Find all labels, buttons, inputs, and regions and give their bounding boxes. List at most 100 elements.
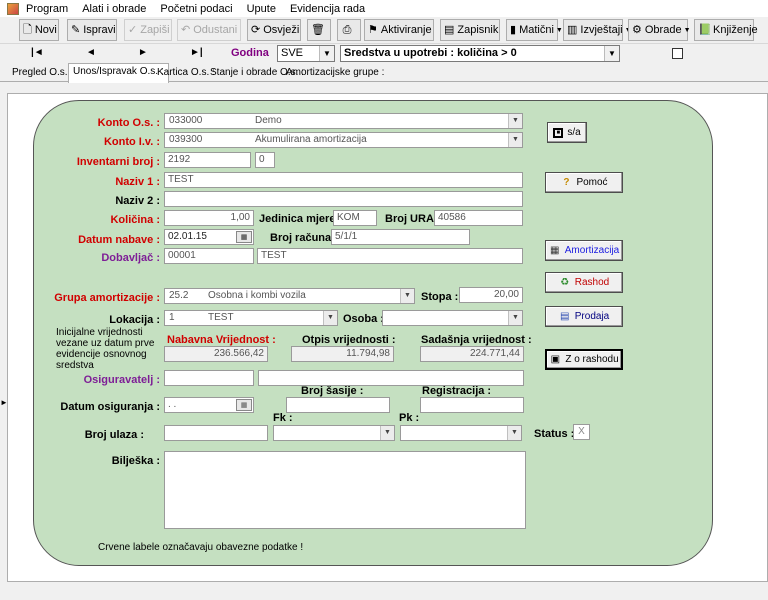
phone-icon: ▮: [510, 24, 517, 36]
jm-label: Jedinica mjere :: [259, 213, 343, 225]
filter-checkbox[interactable]: [672, 48, 683, 59]
otpis-label: Otpis vrijednosti :: [302, 334, 396, 346]
kolicina-input[interactable]: 1,00: [164, 210, 254, 226]
ura-label: Broj URA :: [385, 213, 441, 225]
menu-evidencija[interactable]: Evidencija rada: [289, 2, 366, 15]
nav-last-button[interactable]: ►|: [190, 47, 203, 58]
odustani-label: Odustani: [193, 24, 238, 36]
chevron-down-icon: ▼: [323, 311, 337, 325]
pk-select[interactable]: ▼: [400, 425, 522, 441]
ura-input[interactable]: 40586: [434, 210, 523, 226]
zo-rashodu-button[interactable]: ▣Z o rashodu: [545, 349, 623, 370]
calculator-icon: ▦: [550, 244, 560, 256]
pomoc-label: Pomoć: [576, 177, 608, 188]
sa-button[interactable]: ■s/a: [547, 122, 587, 143]
undo-icon: ↶: [181, 24, 191, 36]
osvjezi-button[interactable]: ⟳Osvježi: [247, 19, 301, 41]
nabavna-label: Nabavna Vrijednost :: [167, 334, 276, 346]
jm-input[interactable]: KOM: [333, 210, 377, 226]
aktiviranje-button[interactable]: ⚑Aktiviranje: [364, 19, 434, 41]
naziv2-input[interactable]: [164, 191, 523, 207]
navigation-bar: |◄ ◄ ► ►| Godina SVE▼ Sredstva u upotreb…: [0, 44, 768, 63]
tab-stanje[interactable]: Stanje i obrade O.s. :: [210, 67, 304, 78]
maticni-button[interactable]: ▮Matični▼: [506, 19, 563, 41]
calendar-icon[interactable]: ▦: [236, 399, 252, 411]
chevron-down-icon: ▼: [508, 114, 522, 128]
zapisi-button[interactable]: ✓Zapiši: [124, 19, 172, 41]
tab-kartica[interactable]: Kartica O.s. :: [157, 67, 215, 78]
inventarni-input[interactable]: 2192: [164, 152, 251, 168]
grupa-label: Grupa amortizacije :: [54, 292, 160, 304]
registracija-label: Registracija :: [422, 385, 492, 397]
menu-pocetni[interactable]: Početni podaci: [160, 2, 233, 15]
trash-icon: 🗑: [311, 24, 325, 36]
zapisnik-button[interactable]: ▤Zapisnik: [440, 19, 500, 41]
prodaja-button[interactable]: ▤Prodaja: [545, 306, 623, 327]
osoba-label: Osoba :: [343, 313, 384, 325]
sadasnja-input[interactable]: 224.771,44: [420, 346, 524, 362]
naziv1-input[interactable]: TEST: [164, 172, 523, 188]
dobavljac-name-input[interactable]: TEST: [257, 248, 523, 264]
menu-alati[interactable]: Alati i obrade: [82, 2, 147, 15]
nav-first-button[interactable]: |◄: [31, 47, 44, 58]
osiguravatelj-name-input[interactable]: [258, 370, 524, 386]
izvjestaji-button[interactable]: ▥Izvještaji▼: [563, 19, 632, 41]
stopa-input[interactable]: 20,00: [459, 287, 523, 303]
tab-unos[interactable]: Unos/Ispravak O.s. :: [68, 63, 169, 83]
help-icon: ?: [563, 176, 570, 188]
broj-sasije-label: Broj šasije :: [301, 385, 364, 397]
menu-upute[interactable]: Upute: [246, 2, 276, 15]
obrade-button[interactable]: ⚙Obrade▼: [628, 19, 691, 41]
inventarni-sub-input[interactable]: 0: [255, 152, 275, 168]
nabavna-input[interactable]: 236.566,42: [164, 346, 268, 362]
cash-register-icon: ▤: [560, 310, 570, 322]
ispravi-button[interactable]: ✎Ispravi: [67, 19, 117, 41]
datum-osiguranja-input[interactable]: . .▦: [164, 397, 254, 413]
broj-racuna-input[interactable]: 5/1/1: [331, 229, 470, 245]
datum-nabave-input[interactable]: 02.01.15▦: [164, 229, 254, 245]
grupa-code: 25.2: [169, 290, 189, 301]
refresh-icon: ⟳: [251, 24, 261, 36]
zo-rashodu-label: Z o rashodu: [565, 354, 619, 365]
osoba-select[interactable]: ▼: [382, 310, 523, 326]
lokacija-label: Lokacija :: [109, 314, 160, 326]
report-icon: ▤: [444, 24, 455, 36]
godina-value: SVE: [281, 47, 304, 59]
tab-pregled[interactable]: Pregled O.s. :: [12, 67, 74, 78]
knjizenje-button[interactable]: 📗Knjiženje: [694, 19, 758, 41]
fk-select[interactable]: ▼: [273, 425, 395, 441]
status-input[interactable]: X: [573, 424, 590, 440]
amortizacija-button[interactable]: ▦Amortizacija: [545, 240, 623, 261]
registracija-input[interactable]: [420, 397, 524, 413]
pomoc-button[interactable]: ? Pomoć: [545, 172, 623, 193]
broj-ulaza-input[interactable]: [164, 425, 268, 441]
expand-arrow-icon[interactable]: ►: [0, 398, 8, 407]
godina-select[interactable]: SVE▼: [277, 45, 335, 62]
rashod-label: Rashod: [574, 277, 610, 288]
rashod-button[interactable]: ♻Rashod: [545, 272, 623, 293]
tab-amortizacijske-grupe[interactable]: Amortizacijske grupe :: [286, 67, 385, 78]
new-document-icon: 🗋: [23, 24, 32, 36]
nav-next-button[interactable]: ►: [138, 47, 148, 58]
filter-select[interactable]: Sredstva u upotrebi : količina > 0▼: [340, 45, 620, 62]
initial-values-note: Inicijalne vrijednosti vezane uz datum p…: [56, 327, 155, 371]
stopa-label: Stopa :: [421, 291, 459, 303]
nav-prev-button[interactable]: ◄: [86, 47, 96, 58]
menu-program[interactable]: Program: [26, 2, 69, 15]
novi-button[interactable]: 🗋Novi: [19, 19, 59, 41]
osiguravatelj-code-input[interactable]: [164, 370, 254, 386]
print-button[interactable]: ⎙: [337, 19, 361, 41]
book-icon: 📗: [698, 24, 712, 36]
dobavljac-code-input[interactable]: 00001: [164, 248, 254, 264]
biljeska-textarea[interactable]: [164, 451, 526, 529]
otpis-input[interactable]: 11.794,98: [291, 346, 394, 362]
knjizenje-label: Knjiženje: [713, 24, 758, 36]
delete-button[interactable]: 🗑: [307, 19, 331, 41]
calendar-icon[interactable]: ▦: [236, 231, 252, 243]
broj-sasije-input[interactable]: [286, 397, 390, 413]
odustani-button[interactable]: ↶Odustani: [177, 19, 241, 41]
